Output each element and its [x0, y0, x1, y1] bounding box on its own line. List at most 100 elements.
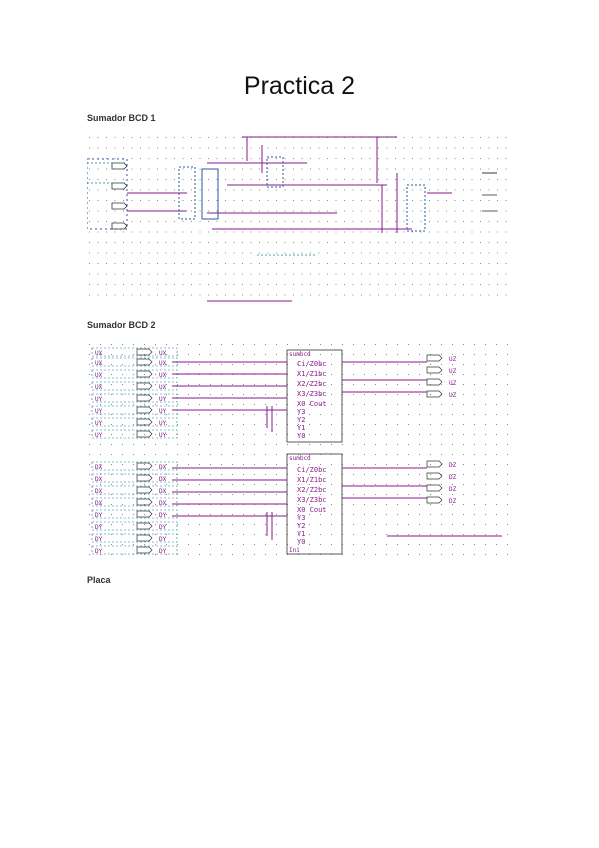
- output-label: DZ: [449, 462, 457, 469]
- output-label: DZ: [449, 498, 457, 505]
- block-port: Ci/Z0bc: [297, 466, 327, 474]
- input-label: DX: [95, 464, 103, 471]
- block-port: X0 Cout: [297, 506, 327, 514]
- block-port: Y3: [297, 514, 305, 522]
- input-label: UY: [95, 396, 103, 403]
- input-label-2: UY: [159, 420, 167, 427]
- block-port: Y2: [297, 522, 305, 530]
- dashed-trace: [91, 497, 178, 507]
- input-label: UY: [95, 408, 103, 415]
- block-port: Y1: [297, 530, 305, 538]
- output-label: UZ: [449, 368, 457, 375]
- block-port: Y0: [297, 432, 305, 440]
- input-label: UX: [95, 360, 103, 367]
- dashed-trace: [91, 381, 178, 391]
- dashed-trace: [91, 417, 178, 427]
- output-label: DZ: [449, 474, 457, 481]
- block-port: X1/Z1bc: [297, 370, 327, 378]
- block-port: Y1: [297, 424, 305, 432]
- input-label-2: DX: [159, 476, 167, 483]
- block-port: Y0: [297, 538, 305, 546]
- input-port-icon: [136, 358, 153, 366]
- input-label: DX: [95, 488, 103, 495]
- input-label-2: DY: [159, 512, 167, 519]
- input-label-2: UX: [159, 384, 167, 391]
- dashed-trace: [91, 357, 178, 367]
- dashed-trace: [91, 545, 178, 555]
- input-label-2: DY: [159, 524, 167, 531]
- input-port-icon: [136, 498, 153, 506]
- block-port: X1/Z1bc: [297, 476, 327, 484]
- input-label: UX: [95, 350, 103, 357]
- block-port: X3/Z3bc: [297, 390, 327, 398]
- output-port-icon: [426, 472, 443, 480]
- input-port-icon: [136, 534, 153, 542]
- dashed-trace: [91, 393, 178, 403]
- dashed-trace: [91, 473, 178, 483]
- input-label: DY: [95, 536, 103, 543]
- sumbcd-block-1: sumbcd Ci/Z0bc X1/Z1bc X2/Z2bc X3/Z3bc X…: [286, 349, 343, 443]
- dashed-trace: [91, 533, 178, 543]
- dashed-traces: [87, 162, 317, 256]
- components: [87, 156, 426, 232]
- output-label: DZ: [449, 486, 457, 493]
- input-port-icon: [136, 546, 153, 554]
- input-label-2: UY: [159, 432, 167, 439]
- wires: [127, 136, 497, 302]
- block-port: X0 Cout: [297, 400, 327, 408]
- input-label-2: DX: [159, 488, 167, 495]
- output-port-icon: [426, 378, 443, 386]
- block-port: X3/Z3bc: [297, 496, 327, 504]
- input-port-icon: [136, 486, 153, 494]
- input-label-2: UY: [159, 408, 167, 415]
- block-port: Ini: [289, 547, 300, 554]
- dashed-trace: [91, 521, 178, 531]
- input-port-icon: [136, 406, 153, 414]
- input-label: DX: [95, 500, 103, 507]
- output-port-icon: [426, 484, 443, 492]
- dashed-trace: [91, 347, 178, 357]
- input-port-icon: [136, 370, 153, 378]
- output-port-icon: [426, 366, 443, 374]
- output-label: UZ: [449, 380, 457, 387]
- input-label: UX: [95, 372, 103, 379]
- section-heading-placa: Placa: [87, 575, 111, 585]
- input-port-icon: [136, 462, 153, 470]
- input-port-icon: [136, 382, 153, 390]
- input-ports: [111, 162, 128, 230]
- dashed-trace: [91, 429, 178, 439]
- block-port: X2/Z2bc: [297, 380, 327, 388]
- input-label: DY: [95, 512, 103, 519]
- input-port-icon: [136, 418, 153, 426]
- output-label: UZ: [449, 356, 457, 363]
- input-label-2: DX: [159, 500, 167, 507]
- input-port-icon: [136, 348, 153, 356]
- block-port: Y2: [297, 416, 305, 424]
- dashed-trace: [91, 405, 178, 415]
- schematic-sumador-bcd-1: /* placeholder */: [87, 136, 507, 302]
- section-heading-sumador-bcd-1: Sumador BCD 1: [87, 113, 156, 123]
- input-label: DY: [95, 548, 103, 555]
- grid-dots: /* placeholder */: [89, 137, 507, 296]
- input-port-icon: [136, 510, 153, 518]
- wires: [172, 361, 502, 540]
- block-port: Y3: [297, 408, 305, 416]
- output-port-icon: [426, 496, 443, 504]
- input-label-2: UX: [159, 350, 167, 357]
- block-port: Ci/Z0bc: [297, 360, 327, 368]
- input-label-2: DY: [159, 548, 167, 555]
- output-markers: [482, 172, 497, 212]
- block-port: X2/Z2bc: [297, 486, 327, 494]
- input-port-icon: [136, 522, 153, 530]
- input-label: DY: [95, 524, 103, 531]
- input-label: UY: [95, 420, 103, 427]
- input-port-icon: [136, 394, 153, 402]
- input-port-icon: [136, 474, 153, 482]
- output-port-icon: [426, 390, 443, 398]
- input-label: DX: [95, 476, 103, 483]
- input-label-2: UY: [159, 396, 167, 403]
- output-port-icon: [426, 460, 443, 468]
- input-label-2: DX: [159, 464, 167, 471]
